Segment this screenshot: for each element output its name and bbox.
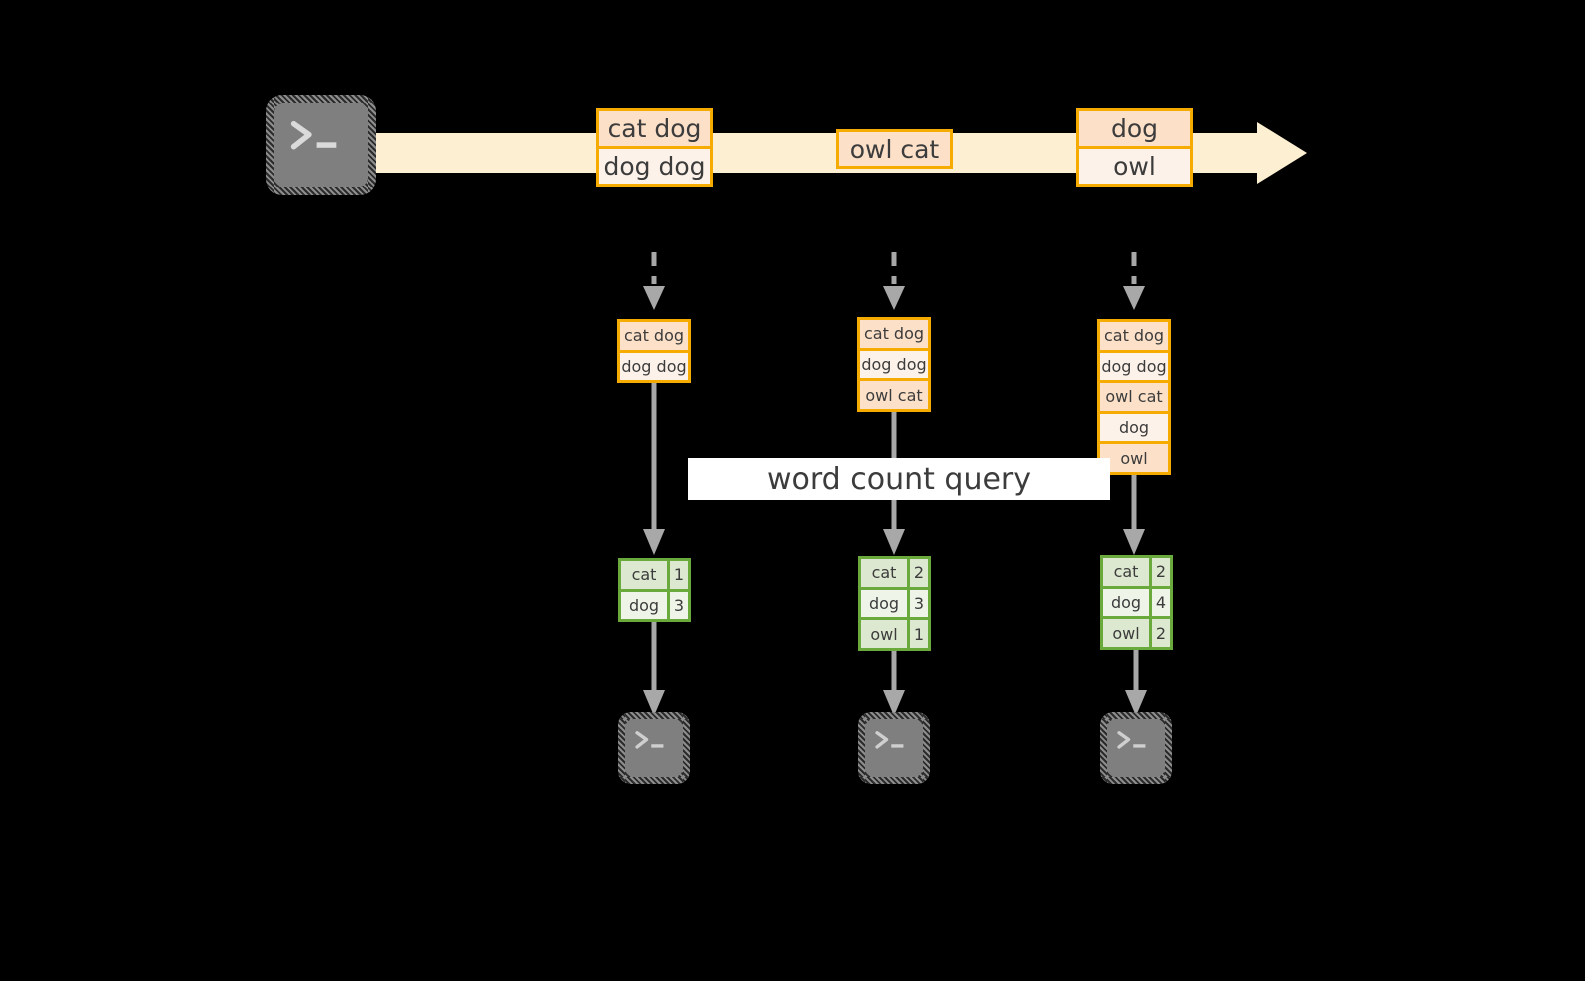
stream-to-snapshot-2-connector [881, 252, 907, 316]
result-row: dog 3 [621, 588, 688, 619]
result-count: 1 [667, 561, 688, 589]
terminal-screen [1107, 719, 1165, 777]
stream-record: owl cat [839, 132, 950, 166]
result-word: dog [621, 591, 667, 619]
result-word: dog [1103, 588, 1149, 617]
result-word: cat [1103, 558, 1149, 586]
snapshot-1-input-table: cat dog dog dog [617, 319, 691, 383]
stream-to-snapshot-1-connector [641, 252, 667, 316]
snapshot-3-sink-terminal-icon[interactable] [1100, 712, 1172, 784]
stream-group-3: dog owl [1076, 108, 1193, 187]
result-word: cat [861, 559, 907, 587]
stream-record: dog dog [599, 146, 710, 184]
snapshot-3-sink-connector [1123, 650, 1149, 718]
snapshot-input-row: dog [1100, 410, 1168, 442]
result-count: 2 [1149, 558, 1170, 586]
result-word: dog [861, 589, 907, 618]
stream-record: owl [1079, 146, 1190, 184]
input-stream-arrowhead [1257, 122, 1307, 184]
terminal-prompt-glyph [287, 116, 353, 166]
snapshot-input-row: owl [1100, 441, 1168, 472]
query-banner-label: word count query [766, 461, 1032, 497]
result-row: cat 1 [621, 561, 688, 589]
stream-to-snapshot-3-connector [1121, 252, 1147, 316]
stream-record: cat dog [599, 111, 710, 146]
result-row: dog 3 [861, 586, 928, 618]
query-banner: word count query [688, 458, 1110, 500]
result-row: owl 2 [1103, 616, 1170, 648]
source-terminal-icon[interactable] [266, 95, 376, 195]
snapshot-input-row: dog dog [1100, 349, 1168, 381]
snapshot-1-sink-terminal-icon[interactable] [618, 712, 690, 784]
result-word: owl [861, 620, 907, 649]
snapshot-input-row: cat dog [620, 322, 688, 350]
snapshot-input-row: dog dog [860, 347, 928, 379]
result-row: owl 1 [861, 617, 928, 649]
terminal-prompt-glyph [873, 728, 914, 763]
result-count: 2 [907, 559, 928, 587]
snapshot-1-query-connector [641, 383, 667, 558]
result-count: 3 [907, 589, 928, 618]
snapshot-3-query-connector [1121, 475, 1147, 558]
snapshot-3-result-table: cat 2 dog 4 owl 2 [1100, 555, 1173, 650]
snapshot-2-result-table: cat 2 dog 3 owl 1 [858, 556, 931, 651]
stream-group-1: cat dog dog dog [596, 108, 713, 187]
snapshot-input-row: owl cat [860, 378, 928, 410]
snapshot-2-sink-terminal-icon[interactable] [858, 712, 930, 784]
terminal-prompt-glyph [1115, 728, 1156, 763]
snapshot-input-row: owl cat [1100, 380, 1168, 411]
result-row: cat 2 [1103, 558, 1170, 586]
result-word: owl [1103, 619, 1149, 648]
snapshot-1-result-table: cat 1 dog 3 [618, 558, 691, 622]
snapshot-input-row: dog dog [620, 349, 688, 380]
stream-group-2: owl cat [836, 129, 953, 169]
stream-record: dog [1079, 111, 1190, 146]
terminal-screen [865, 719, 923, 777]
snapshot-3-input-table: cat dog dog dog owl cat dog owl [1097, 319, 1171, 475]
result-count: 4 [1149, 588, 1170, 617]
terminal-screen [625, 719, 683, 777]
terminal-prompt-glyph [633, 728, 674, 763]
snapshot-1-sink-connector [641, 622, 667, 718]
result-count: 3 [667, 591, 688, 619]
result-row: dog 4 [1103, 585, 1170, 617]
snapshot-2-sink-connector [881, 651, 907, 718]
result-count: 1 [907, 620, 928, 649]
result-word: cat [621, 561, 667, 589]
snapshot-2-input-table: cat dog dog dog owl cat [857, 317, 931, 412]
result-count: 2 [1149, 619, 1170, 648]
result-row: cat 2 [861, 559, 928, 587]
snapshot-input-row: cat dog [860, 320, 928, 348]
snapshot-input-row: cat dog [1100, 322, 1168, 350]
